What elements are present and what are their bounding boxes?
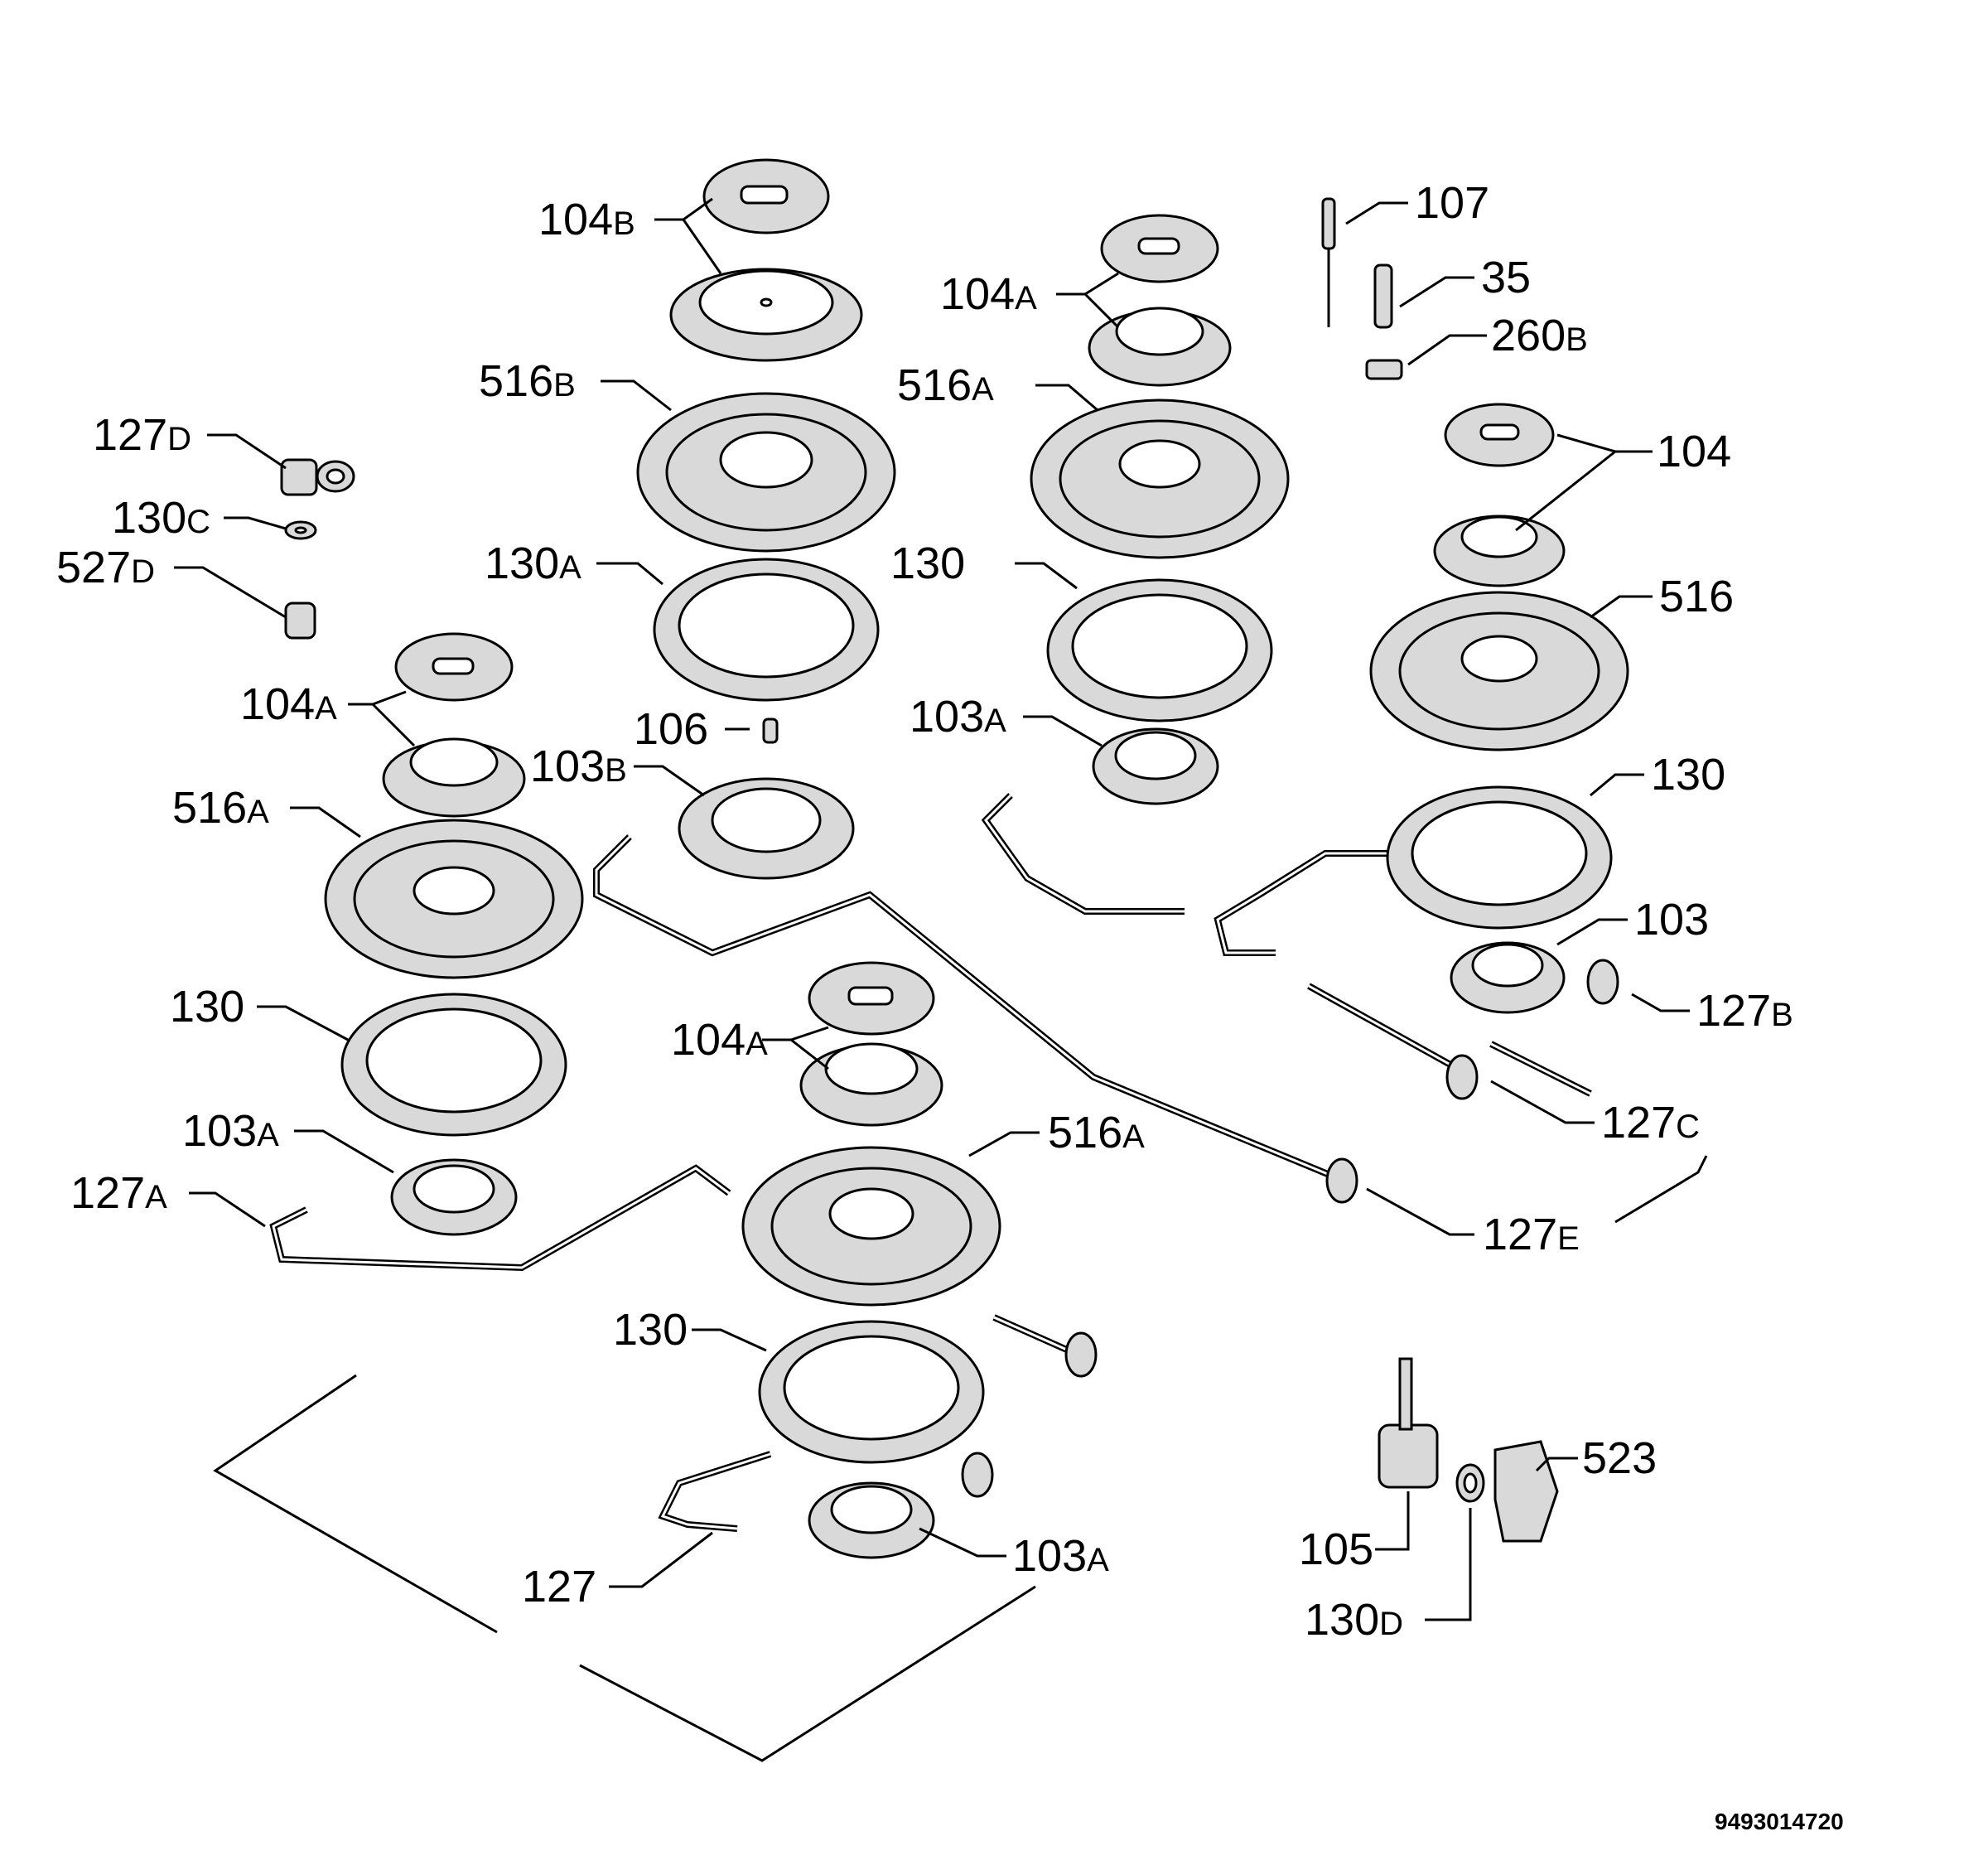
drawing-code: 9493014720 [1715,1809,1844,1834]
label-127: 127 [522,1562,596,1611]
label-103A-left: 103A [182,1106,279,1156]
bracket-260B [1365,359,1403,380]
elbow-127D [280,458,318,496]
burner-left [324,632,584,1236]
clip-523 [1493,1440,1559,1543]
label-104: 104 [1657,427,1731,476]
label-260B: 260B [1491,311,1588,360]
pipe-103A-top [981,793,1185,915]
leader-lines [174,197,1690,1621]
nut-527D [284,602,316,640]
label-103B: 103B [530,742,627,791]
label-104A-mid: 104A [671,1015,768,1065]
label-127B: 127B [1696,986,1793,1036]
tap-spindle [1398,1357,1413,1431]
label-103A-top: 103A [910,692,1006,742]
label-516A-left: 516A [172,783,269,833]
label-130-right: 130 [1651,750,1725,800]
label-105: 105 [1299,1524,1373,1574]
thermocouple-107 [1321,197,1336,250]
label-104A-top: 104A [940,269,1037,319]
gas-pipes [269,793,1592,1532]
label-107: 107 [1415,178,1489,228]
label-130D: 130D [1305,1595,1403,1645]
label-104A-left: 104A [240,679,337,729]
label-523: 523 [1582,1433,1657,1483]
label-103A-mid: 103A [1012,1531,1109,1581]
label-516B: 516B [479,356,576,406]
label-516: 516 [1659,572,1734,621]
burner-right [1369,403,1629,1014]
label-127C: 127C [1601,1098,1700,1148]
nut-127-mid [961,1452,994,1498]
label-130C: 130C [112,493,210,543]
burner-b [636,158,896,880]
label-130A: 130A [485,539,581,588]
nut-127-side [1064,1331,1098,1378]
label-130-left: 130 [170,982,244,1032]
label-127E: 127E [1483,1210,1580,1259]
label-516A-top: 516A [897,360,994,410]
label-127D: 127D [93,410,191,460]
spark-plug-35 [1373,263,1393,329]
label-527D: 527D [56,543,155,592]
label-130-top: 130 [890,539,965,588]
assembly-brackets [213,1155,1708,1762]
label-106: 106 [634,704,708,754]
label-103: 103 [1634,895,1709,945]
pipe-127 [658,1451,772,1532]
label-127A: 127A [70,1168,167,1218]
nut-127C [1445,1054,1479,1100]
label-104B: 104B [538,195,635,244]
label-35: 35 [1481,253,1531,302]
burner-mid [741,961,1001,1559]
burner-top [1030,214,1290,805]
nut-127B [1586,959,1619,1005]
label-130-mid: 130 [613,1305,688,1355]
nut-127E [1325,1157,1358,1204]
label-516A-mid: 516A [1048,1108,1145,1157]
part-labels: 104B 516B 130A 106 103B 127D 130C 527D 1… [56,178,1793,1645]
tap-105 [1378,1423,1439,1489]
injector-106 [762,717,779,744]
pipe-103B [593,834,1335,1180]
